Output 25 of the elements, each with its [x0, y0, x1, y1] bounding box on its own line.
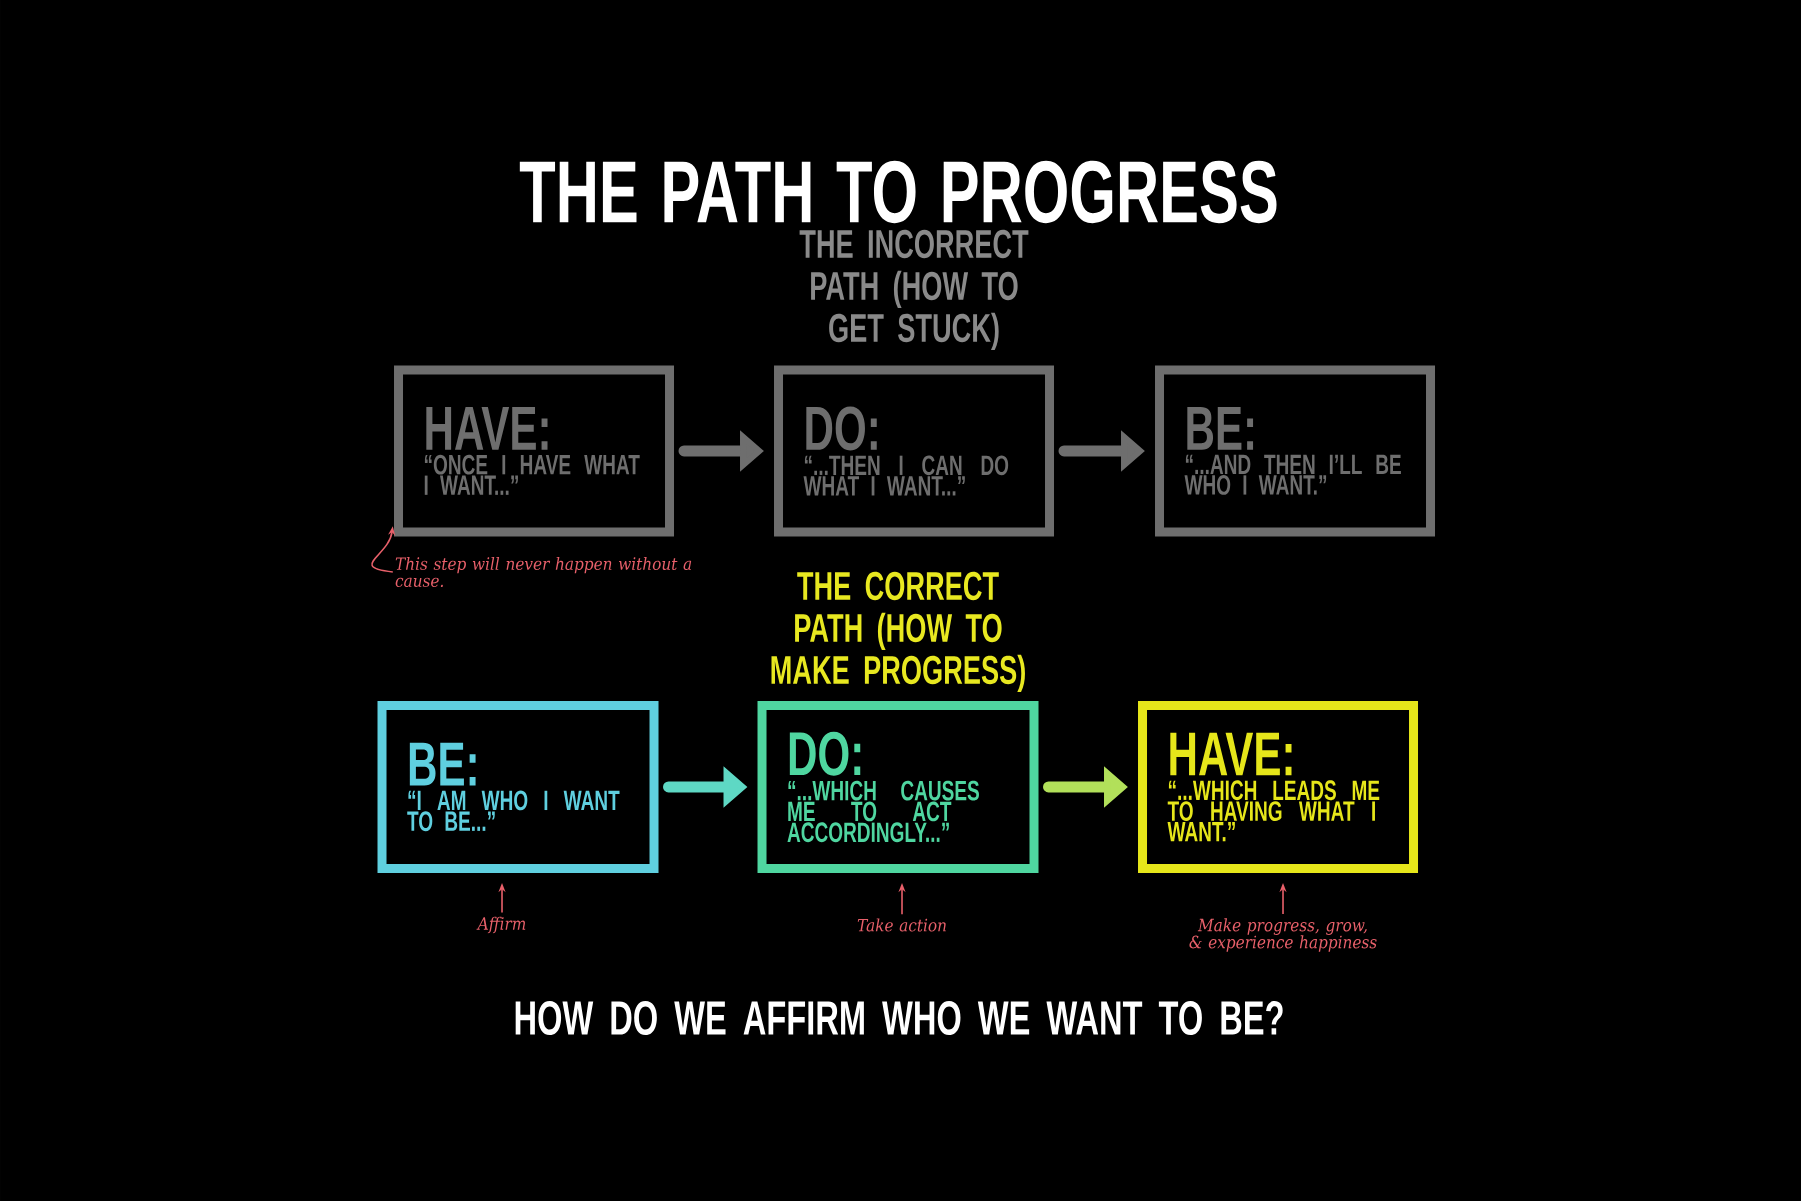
title: THE PATH TO PROGRESS	[519, 160, 1277, 224]
step-box	[757, 701, 1039, 873]
step-box	[1138, 701, 1418, 873]
path-heading: THE CORRECT PATH (HOW TO MAKE PROGRESS)	[771, 571, 1025, 693]
step-heading: BE:	[409, 742, 476, 786]
step-box	[394, 365, 674, 537]
step-heading: DO:	[806, 406, 877, 451]
step-quote: “...THEN I CAN DO WHAT I WANT...”	[803, 455, 1009, 496]
step-quote: “ONCE I HAVE WHAT I WANT...”	[424, 454, 640, 495]
step-heading: BE:	[1187, 407, 1254, 450]
leader-note: Make progress, grow, & experience happiness	[1189, 918, 1377, 952]
step-heading: HAVE:	[426, 407, 548, 450]
leader-note: This step will never happen without a cause.	[395, 556, 692, 588]
step-box	[1155, 365, 1435, 537]
step-heading: DO:	[789, 731, 861, 776]
question: HOW DO WE AFFIRM WHO WE WANT TO BE?	[515, 1001, 1283, 1035]
step-quote: “...AND THEN I’LL BE WHO I WANT.”	[1184, 454, 1401, 495]
step-quote: “I AM WHO I WANT TO BE...”	[407, 790, 620, 832]
step-box	[377, 701, 659, 873]
step-box	[774, 365, 1054, 537]
step-heading: HAVE:	[1170, 732, 1292, 776]
step-quote: “...WHICH CAUSES ME TO ACT ACCORDINGLY...”	[787, 780, 979, 843]
step-quote: “...WHICH LEADS ME TO HAVING WHAT I WANT.”	[1167, 780, 1380, 842]
leader-note: Take action	[857, 918, 946, 932]
leader-note: Affirm	[476, 916, 526, 934]
